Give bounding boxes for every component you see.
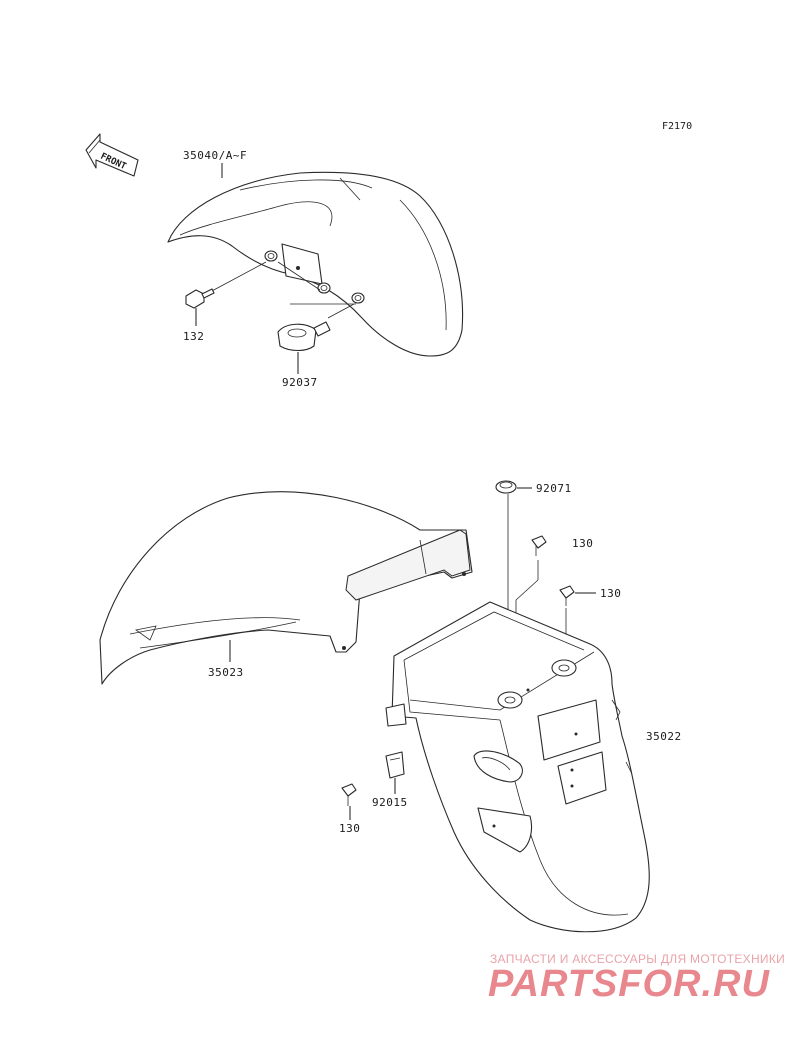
screw-130-upper	[531, 535, 547, 556]
part-label-130-right: 130	[600, 587, 621, 600]
part-label-35040: 35040/A~F	[183, 149, 247, 162]
rear-fender-inner	[99, 491, 473, 685]
watermark-brand: PARTSFOR.RU	[488, 963, 770, 1005]
part-label-132: 132	[183, 330, 204, 343]
part-label-92037: 92037	[282, 376, 318, 389]
part-label-35022: 35022	[646, 730, 682, 743]
part-label-92015: 92015	[372, 796, 408, 809]
rear-fender	[385, 601, 650, 933]
front-direction-arrow: FRONT	[85, 133, 139, 177]
figure-code: F2170	[662, 121, 692, 132]
part-label-130-upper: 130	[572, 537, 593, 550]
part-label-92071: 92071	[536, 482, 572, 495]
front-fender	[167, 171, 464, 357]
part-label-130-lower: 130	[339, 822, 360, 835]
bolt-132	[185, 288, 215, 309]
cap-92071	[495, 480, 517, 494]
clip-nut-92015	[385, 751, 405, 779]
screw-130-right	[559, 585, 575, 606]
part-label-35023: 35023	[208, 666, 244, 679]
clip-92037	[277, 321, 331, 352]
screw-130-lower	[341, 783, 357, 806]
watermark-subtitle: ЗАПЧАСТИ И АКСЕССУАРЫ ДЛЯ МОТОТЕХНИКИ	[490, 952, 785, 966]
watermark: ЗАПЧАСТИ И АКСЕССУАРЫ ДЛЯ МОТОТЕХНИКИ PA…	[488, 952, 785, 1005]
